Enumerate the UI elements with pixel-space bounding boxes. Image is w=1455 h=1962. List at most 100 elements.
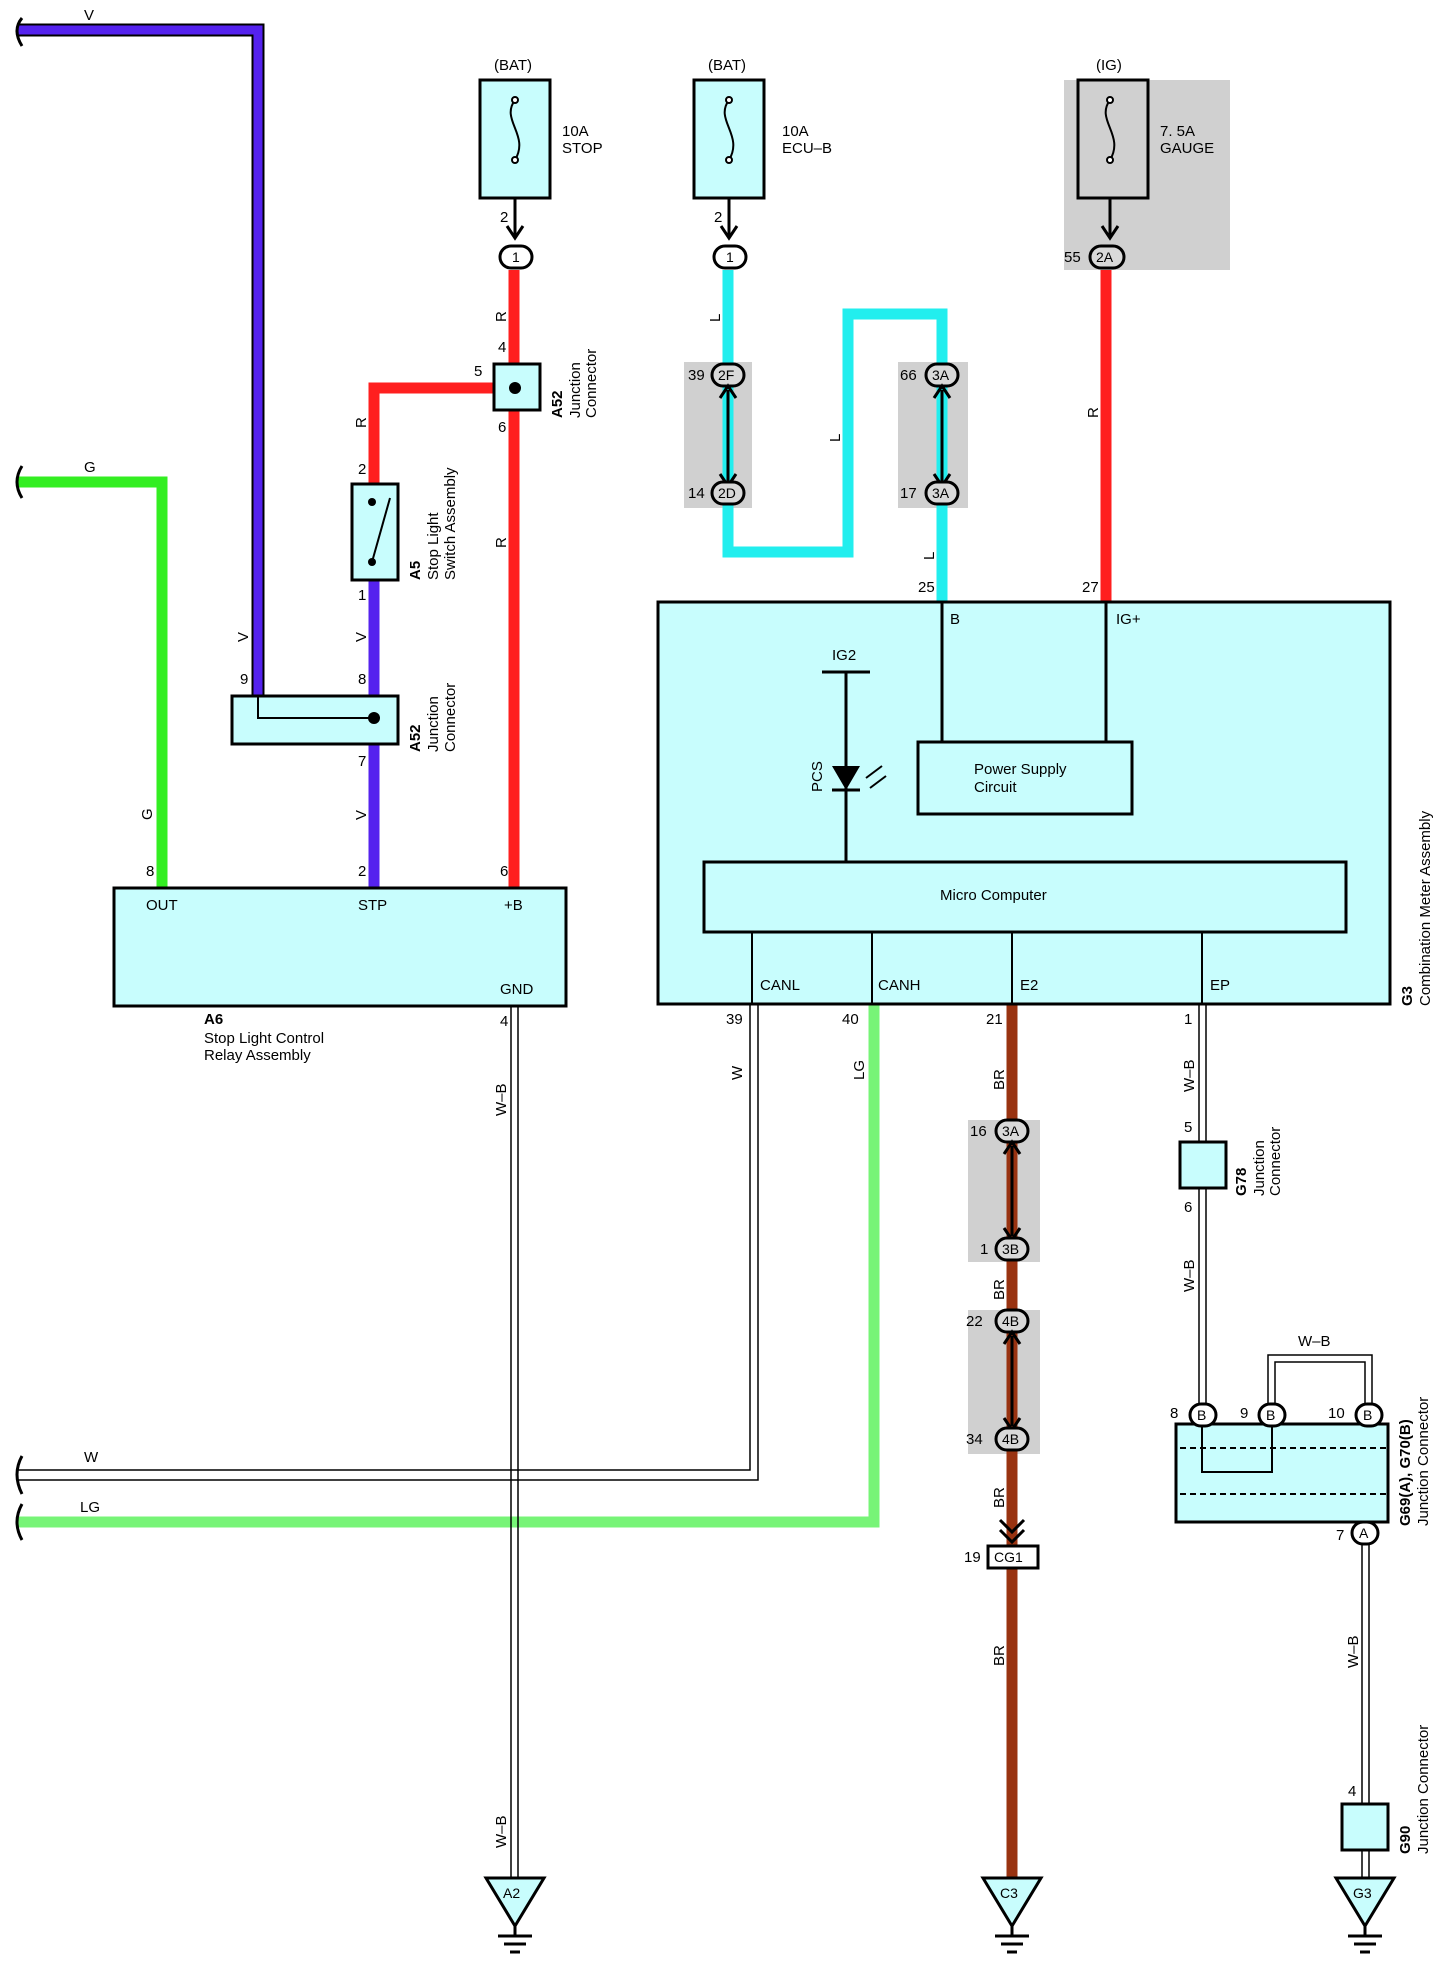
label-g-1: G [139, 808, 156, 820]
g69-pin-9: 9 [1240, 1405, 1248, 1422]
g78-pin-5: 5 [1184, 1119, 1192, 1136]
g3-pin-39: 39 [726, 1011, 743, 1028]
label-v-2: V [235, 632, 252, 642]
connector-4b-pair: 22 4B 34 4B [966, 1308, 1030, 1452]
g78-pin-6: 6 [1184, 1199, 1192, 1216]
ground-a2-label: A2 [503, 1885, 520, 1901]
g3-pin-40: 40 [842, 1011, 859, 1028]
a52-top-pin-4: 4 [498, 339, 506, 356]
label-r-3: R [493, 537, 510, 548]
fuse-stop: (BAT) 10A STOP 2 1 [478, 57, 603, 270]
g78-name1: Junction [1251, 1140, 1268, 1196]
g3-pin-25: 25 [918, 579, 935, 596]
a5-pin-1: 1 [358, 587, 366, 604]
ground-g3: G3 [1333, 1876, 1397, 1954]
a6-terminal-plus-b: +B [504, 897, 523, 914]
a52-top-name1: Junction [567, 362, 584, 418]
g69-pin-7: 7 [1336, 1527, 1344, 1544]
wire-w-outline2 [18, 1003, 759, 1481]
wire-v-top [18, 23, 265, 718]
g78-code: G78 [1233, 1168, 1250, 1196]
connector-4b-b: 4B [1002, 1431, 1019, 1447]
label-l-2: L [827, 434, 844, 442]
a52-junction-top: 4 5 6 A52 Junction Connector [474, 339, 600, 436]
fuse-gauge-name: GAUGE [1160, 140, 1214, 157]
a52-top-code: A52 [549, 390, 566, 418]
label-r-gauge: R [1085, 407, 1102, 418]
a52-bot-pin-8: 8 [358, 671, 366, 688]
g90-pin-4: 4 [1348, 1783, 1356, 1800]
g3-terminal-ep: EP [1210, 977, 1230, 994]
fuse-stop-supply: (BAT) [494, 57, 532, 74]
connector-3a-top: 3A [932, 367, 950, 383]
a5-pin-2: 2 [358, 461, 366, 478]
connector-3a-mid: 3A [932, 485, 950, 501]
wire-break-lg [15, 1503, 24, 1541]
connector-3a-3b: 16 3A 1 3B [970, 1118, 1030, 1262]
fuse-ecu-b-rating: 10A [782, 123, 809, 140]
label-l-1: L [707, 314, 724, 322]
g69-a: A [1359, 1525, 1369, 1541]
fuse-ecu-b-supply: (BAT) [708, 57, 746, 74]
wire-break-v [15, 17, 24, 47]
pin-66: 66 [900, 367, 917, 384]
label-l-3: L [921, 552, 938, 560]
a52-bottom-code: A52 [407, 724, 424, 752]
g3-power-supply-2: Circuit [974, 779, 1017, 796]
ground-c3-label: C3 [1000, 1885, 1018, 1901]
a6-terminal-out: OUT [146, 897, 178, 914]
a6-pin-6: 6 [500, 863, 508, 880]
g3-terminal-ig-plus: IG+ [1116, 611, 1141, 628]
label-wb-loop: W–B [1298, 1333, 1331, 1350]
a6-code: A6 [204, 1011, 223, 1028]
label-wb-5: W–B [1345, 1635, 1362, 1668]
g69-pin-8: 8 [1170, 1405, 1178, 1422]
g3-pin-1: 1 [1184, 1011, 1192, 1028]
connector-2f: 2F [718, 367, 734, 383]
a6-relay-assembly: OUT STP +B GND 8 2 6 4 A6 Stop Light Con… [112, 863, 568, 1064]
g3-pin-21: 21 [986, 1011, 1003, 1028]
a52-bot-pin-7: 7 [358, 753, 366, 770]
pin-22: 22 [966, 1313, 983, 1330]
fuse-gauge-pin: 55 [1064, 249, 1081, 266]
label-v-3: V [353, 810, 370, 820]
a52-top-pin-6: 6 [498, 419, 506, 436]
connector-2d: 2D [718, 485, 736, 501]
a52-bottom-name1: Junction [425, 696, 442, 752]
label-lg-bottom: LG [80, 1499, 100, 1516]
label-w-bottom: W [84, 1449, 99, 1466]
a52-bottom-name2: Connector [442, 683, 459, 752]
g69-code: G69(A), G70(B) [1397, 1419, 1414, 1526]
ground-c3: C3 [980, 1876, 1044, 1954]
a5-stop-light-switch: 2 1 A5 Stop Light Switch Assembly [350, 461, 459, 604]
label-v-1: V [353, 632, 370, 642]
wire-wb-loop-a [1267, 1354, 1373, 1404]
g3-terminal-canh: CANH [878, 977, 921, 994]
fuse-gauge: (IG) 7. 5A GAUGE 55 2A [1064, 57, 1214, 270]
label-r-2: R [353, 417, 370, 428]
label-wb-3: W–B [1181, 1059, 1198, 1092]
label-w-vertical: W [729, 1065, 746, 1080]
g69-b-2: B [1266, 1407, 1275, 1423]
connector-4b-a: 4B [1002, 1313, 1019, 1329]
label-lg-vertical: LG [851, 1060, 868, 1080]
pin-14: 14 [688, 485, 705, 502]
pin-34: 34 [966, 1431, 983, 1448]
connector-2f-2d: 39 2F 14 2D [688, 362, 746, 506]
g69-pin-10: 10 [1328, 1405, 1345, 1422]
label-g-top: G [84, 459, 96, 476]
a5-code: A5 [407, 561, 424, 580]
wire-break-g [15, 465, 24, 499]
fuse-gauge-supply: (IG) [1096, 57, 1122, 74]
ground-a2: A2 [483, 1876, 547, 1954]
fuse-stop-connector: 1 [512, 249, 520, 265]
g78-junction-connector: 5 6 G78 Junction Connector [1178, 1119, 1284, 1216]
label-v-top: V [84, 7, 94, 24]
g3-terminal-e2: E2 [1020, 977, 1038, 994]
g3-terminal-canl: CANL [760, 977, 800, 994]
fuse-ecu-b-pin: 2 [714, 209, 722, 226]
a6-pin-2: 2 [358, 863, 366, 880]
a6-name1: Stop Light Control [204, 1030, 324, 1047]
label-wb-1: W–B [493, 1083, 510, 1116]
fuse-ecu-b-name: ECU–B [782, 140, 832, 157]
